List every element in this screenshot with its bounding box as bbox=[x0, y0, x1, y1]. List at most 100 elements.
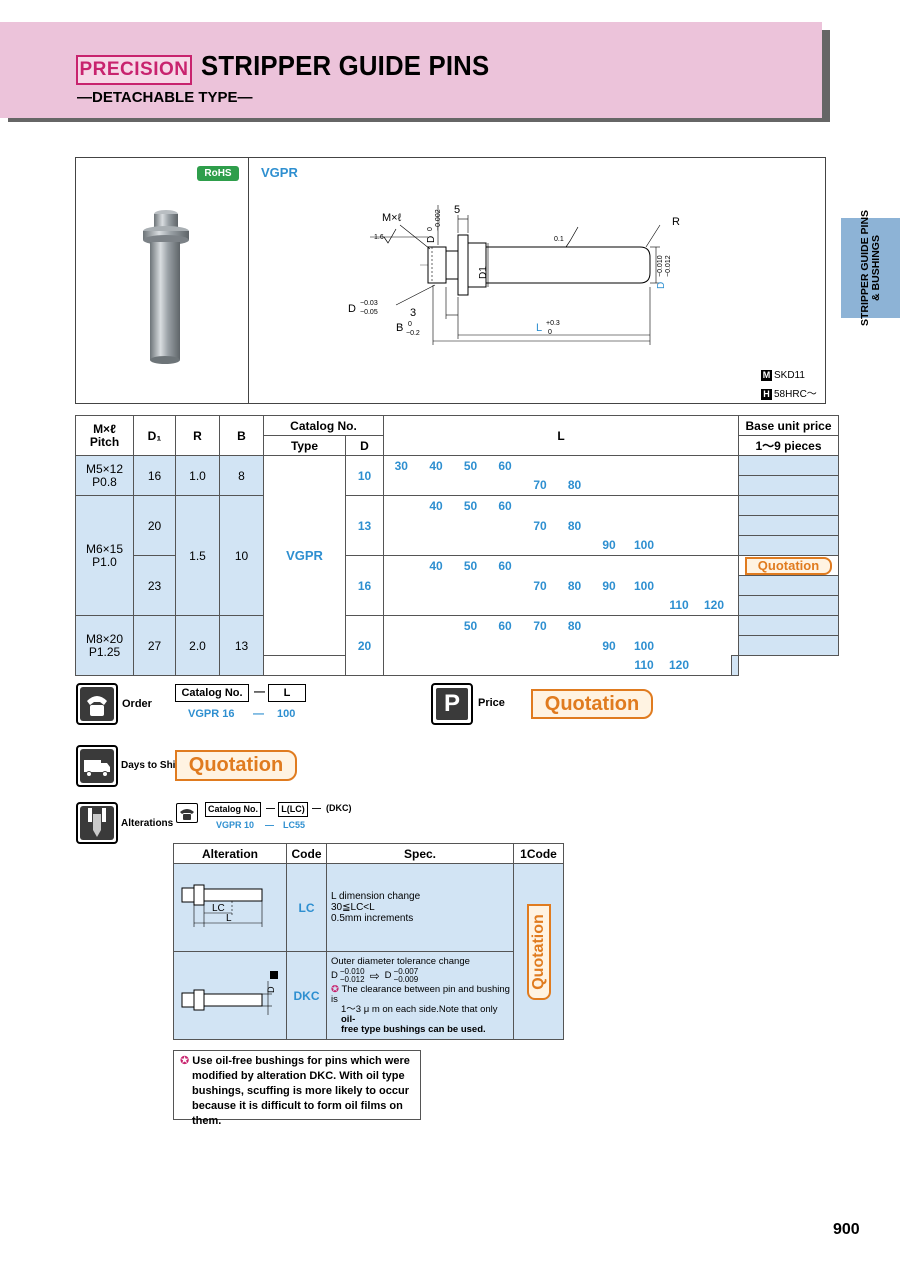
dim-d-right-lower: −0.012 bbox=[665, 255, 672, 277]
dim-d-minus: D bbox=[348, 303, 356, 315]
alt-example-catalog: VGPR 10 bbox=[216, 820, 255, 830]
product-photo bbox=[143, 210, 189, 364]
dim-d-top-lower: −0.002 bbox=[435, 209, 442, 231]
phone-icon bbox=[76, 683, 118, 725]
alt-col-spec: Spec. bbox=[326, 843, 514, 864]
alt-lc-dim: LC bbox=[212, 903, 225, 914]
dim-l-upper: +0.3 bbox=[546, 320, 560, 327]
alt-row-lc: LC L LC L dimension change 30≦LC<L 0.5mm… bbox=[173, 863, 564, 1040]
arrow-right-icon: ⇨ bbox=[369, 968, 380, 983]
alt-col-1code: 1Code bbox=[513, 843, 564, 864]
page-title: STRIPPER GUIDE PINS bbox=[201, 50, 490, 81]
alt-phone-icon bbox=[176, 803, 198, 823]
product-box-divider bbox=[248, 157, 249, 404]
order-dash: — bbox=[254, 686, 265, 698]
order-label: Order bbox=[122, 698, 152, 710]
dim-rough2: 0.1 bbox=[554, 236, 564, 243]
alt-dash1: — bbox=[266, 803, 275, 813]
order-example-dash: — bbox=[253, 708, 264, 720]
order-example-l: 100 bbox=[277, 708, 296, 720]
dim-l-lower: 0 bbox=[548, 329, 552, 336]
type-cell: VGPR bbox=[263, 455, 346, 656]
price-quotation[interactable]: Quotation bbox=[531, 689, 653, 719]
alterations-label: Alterations bbox=[121, 818, 174, 829]
col-catalog: Catalog No. bbox=[263, 415, 384, 436]
dim-d-right: D bbox=[656, 282, 667, 289]
alt-l-dim: L bbox=[226, 913, 232, 924]
dim-three: 3 bbox=[410, 307, 416, 319]
col-d: D bbox=[345, 435, 384, 456]
alt-catalog-box: Catalog No. bbox=[205, 802, 261, 817]
page-subtitle: —DETACHABLE TYPE— bbox=[77, 89, 253, 106]
alt-example-lc: LC55 bbox=[283, 820, 306, 830]
alt-col-alteration: Alteration bbox=[173, 843, 287, 864]
col-b: B bbox=[219, 415, 264, 456]
dim-five: 5 bbox=[454, 204, 460, 216]
col-r: R bbox=[175, 415, 220, 456]
side-tab-stripper-guide-pins[interactable]: STRIPPER GUIDE PINS& BUSHINGS bbox=[841, 210, 900, 326]
dim-l: L bbox=[536, 322, 542, 334]
dim-d-top-upper: 0 bbox=[427, 227, 434, 231]
page-number: 900 bbox=[833, 1221, 860, 1238]
dim-d1: D1 bbox=[478, 266, 489, 279]
table-row: 70 80 bbox=[76, 475, 839, 496]
dim-b-upper: 0 bbox=[408, 321, 412, 328]
rohs-badge: RoHS bbox=[197, 166, 239, 181]
order-catalog-box: Catalog No. bbox=[175, 684, 249, 702]
dim-d-minus-upper: −0.03 bbox=[360, 300, 378, 307]
table-row: 70 80 bbox=[76, 515, 839, 536]
drill-icon bbox=[76, 802, 118, 844]
product-type-label: VGPR bbox=[261, 165, 298, 180]
alt-example-dash: — bbox=[265, 820, 274, 830]
alt-dt-dim: D bbox=[266, 986, 276, 993]
header-shadow-bottom bbox=[8, 118, 830, 122]
table-row: 70 80 90 100 bbox=[76, 575, 839, 596]
hint-icon: ✪ bbox=[180, 1055, 190, 1067]
order-example-catalog: VGPR 16 bbox=[188, 708, 235, 720]
truck-icon bbox=[76, 745, 118, 787]
dim-b-lower: −0.2 bbox=[406, 330, 420, 337]
days-label: Days to Ship bbox=[121, 760, 182, 771]
hint-icon: ✪ bbox=[331, 983, 339, 995]
product-box bbox=[75, 157, 826, 404]
alt-code-dkc: DKC bbox=[286, 951, 327, 1040]
price-quotation-badge[interactable]: Quotation bbox=[745, 556, 832, 575]
days-quotation[interactable]: Quotation bbox=[175, 750, 297, 781]
dim-d-minus-lower: −0.05 bbox=[360, 309, 378, 316]
alt-dkc: (DKC) bbox=[326, 803, 352, 813]
alt-col-code: Code bbox=[286, 843, 327, 864]
col-l: L bbox=[383, 415, 739, 456]
price-icon: P bbox=[431, 683, 473, 725]
alt-dash2: — bbox=[312, 803, 321, 813]
col-d1: D₁ bbox=[133, 415, 176, 456]
dim-r: R bbox=[672, 216, 680, 228]
side-tab-line2: & BUSHINGS bbox=[870, 235, 882, 301]
alt-quotation[interactable]: Quotation bbox=[526, 903, 551, 1000]
dim-d-right-upper: −0.010 bbox=[657, 255, 664, 277]
alt-code-lc: LC bbox=[286, 863, 327, 952]
order-l-box: L bbox=[268, 684, 306, 702]
dim-d-top: D bbox=[426, 236, 437, 243]
dim-rough1: 1.6 bbox=[374, 234, 384, 241]
technical-drawing: M×ℓ 1.6 0.1 5 R D 0 −0.002 D1 D −0.03 −0… bbox=[348, 204, 680, 345]
table-row: 90 100 bbox=[76, 635, 839, 656]
alteration-table: Alteration Code Spec. 1Code LC L LC L di… bbox=[173, 843, 564, 1040]
alt-lc-box: L(LC) bbox=[278, 802, 308, 817]
note-box: ✪ Use oil-free bushings for pins which w… bbox=[173, 1050, 421, 1127]
dim-mxl: M×ℓ bbox=[382, 212, 402, 224]
alt-row-dkc: D DKC Outer diameter tolerance change D … bbox=[173, 951, 564, 1040]
col-pieces: 1～9 pieces bbox=[738, 435, 839, 456]
dim-b: B bbox=[396, 322, 403, 334]
header-shadow bbox=[822, 30, 830, 122]
table-row: 110 120 bbox=[76, 655, 839, 676]
col-price: Base unit price bbox=[738, 415, 839, 436]
price-label: Price bbox=[478, 697, 505, 709]
col-type: Type bbox=[263, 435, 346, 456]
table-row: 23 16 40 50 60 Quotation bbox=[76, 555, 839, 616]
